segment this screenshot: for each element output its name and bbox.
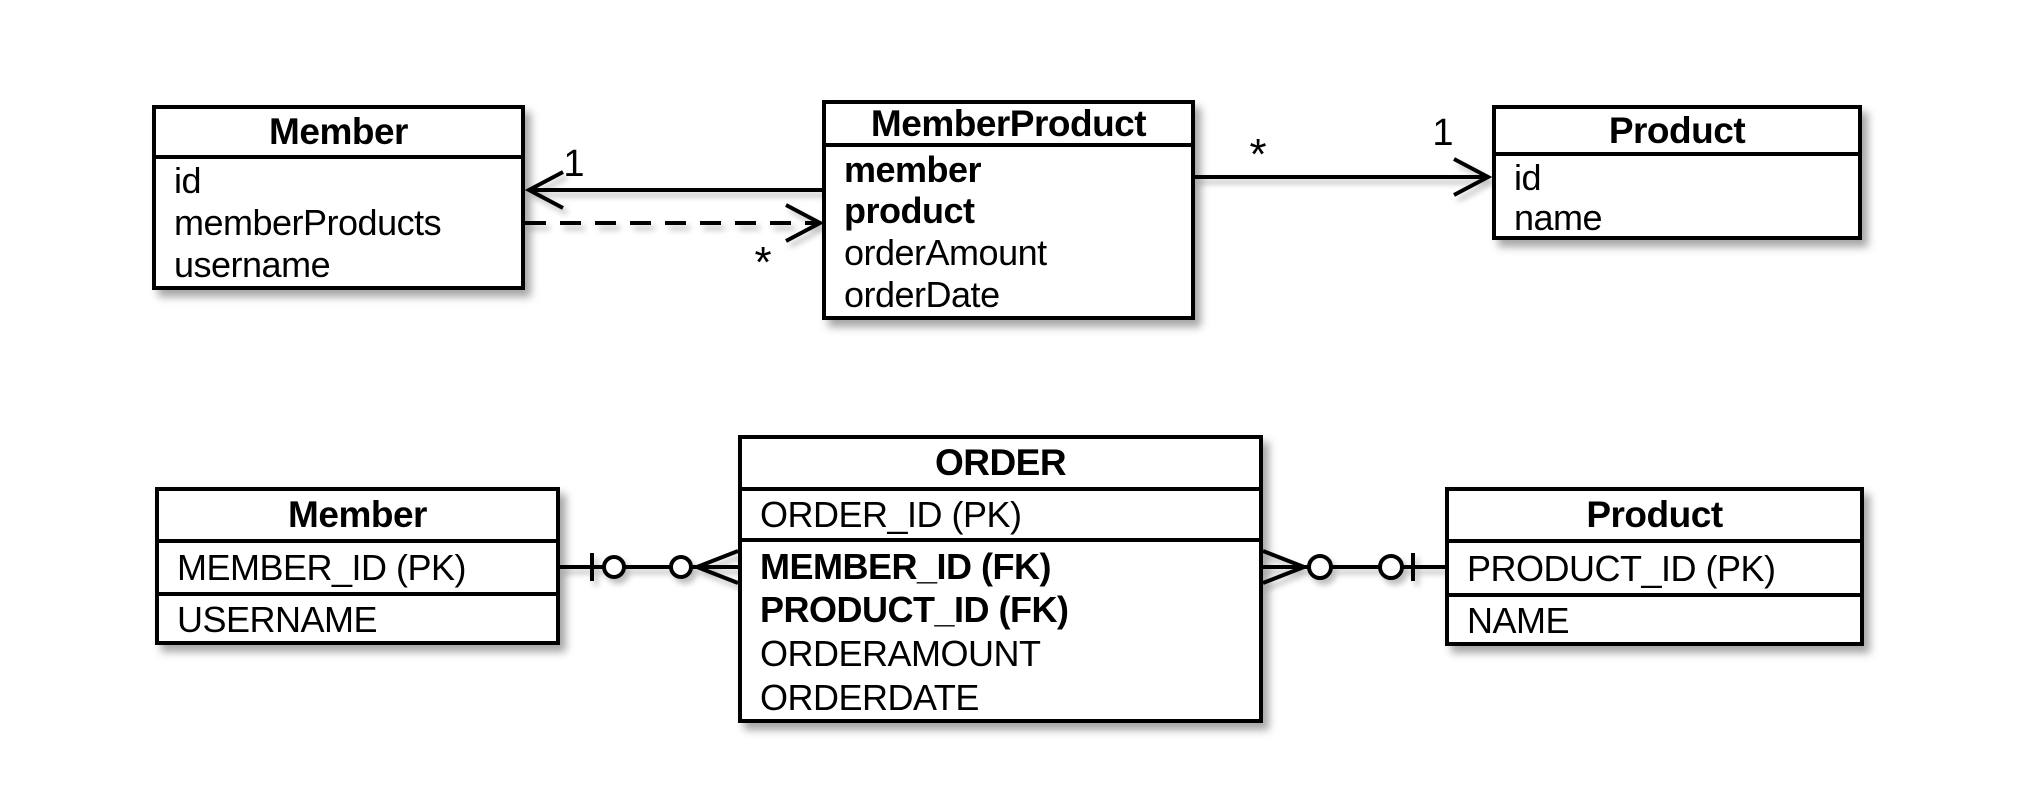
uml-memberproduct-entity: MemberProduct member product orderAmount… xyxy=(822,100,1195,320)
crow-foot-icon xyxy=(691,549,739,585)
entity-field: member xyxy=(844,149,982,189)
table-column: PRODUCT_ID (FK) xyxy=(760,589,1069,630)
entity-field: id xyxy=(1514,157,1542,196)
uml-member-entity: Member id memberProducts username xyxy=(152,105,525,290)
table-title: Product xyxy=(1449,491,1860,543)
open-arrowhead-right-icon xyxy=(785,203,825,243)
table-column: NAME xyxy=(1467,600,1570,641)
entity-field: name xyxy=(1514,197,1603,236)
zero-circle-icon xyxy=(1378,554,1404,580)
zero-circle-icon xyxy=(1307,554,1333,580)
table-column: USERNAME xyxy=(177,599,378,640)
erd-order-table: ORDER ORDER_ID (PK) MEMBER_ID (FK) PRODU… xyxy=(738,435,1263,723)
multiplicity-label: * xyxy=(1249,130,1267,179)
table-title: Member xyxy=(159,491,556,543)
crow-foot-icon xyxy=(1262,549,1310,585)
entity-title: Product xyxy=(1496,109,1858,156)
table-column: ORDER_ID (PK) xyxy=(742,491,1259,542)
table-column: PRODUCT_ID (PK) xyxy=(1449,543,1860,597)
entity-field: orderAmount xyxy=(844,232,1047,273)
zero-circle-icon xyxy=(602,555,626,579)
entity-title: Member xyxy=(156,109,521,159)
erd-product-table: Product PRODUCT_ID (PK) NAME xyxy=(1445,487,1864,646)
open-arrowhead-right-icon xyxy=(1453,157,1493,197)
entity-title: MemberProduct xyxy=(826,104,1191,147)
entity-field: orderDate xyxy=(844,274,1000,315)
table-column: MEMBER_ID (FK) xyxy=(760,546,1051,587)
entity-field: id xyxy=(174,160,202,201)
entity-field: product xyxy=(844,190,975,231)
open-arrowhead-left-icon xyxy=(524,170,564,210)
uml-product-entity: Product id name xyxy=(1492,105,1862,240)
table-title: ORDER xyxy=(742,439,1259,491)
table-column: ORDERAMOUNT xyxy=(760,633,1041,674)
multiplicity-label: * xyxy=(754,238,772,287)
zero-circle-icon xyxy=(669,555,693,579)
entity-field: memberProducts xyxy=(174,202,442,243)
table-column: ORDERDATE xyxy=(760,677,979,718)
erd-member-table: Member MEMBER_ID (PK) USERNAME xyxy=(155,487,560,645)
multiplicity-label: 1 xyxy=(563,143,585,185)
table-column: MEMBER_ID (PK) xyxy=(159,543,556,596)
entity-field: username xyxy=(174,244,331,285)
multiplicity-label: 1 xyxy=(1432,112,1454,154)
